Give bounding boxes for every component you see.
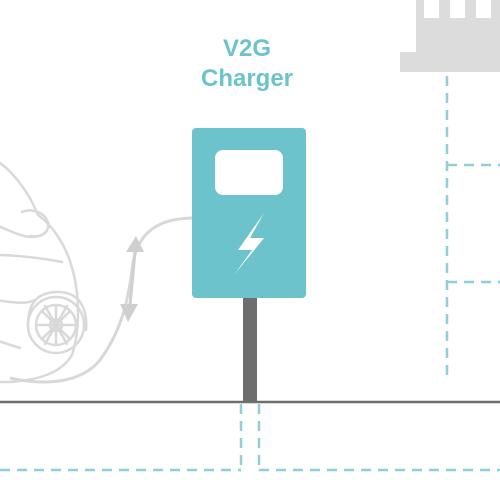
charger-body	[192, 128, 306, 298]
lightning-bolt-icon	[234, 213, 264, 275]
charger-pole	[243, 296, 257, 402]
charger-title-line1: V2G	[222, 35, 272, 62]
car-icon	[0, 161, 88, 384]
arrow-down-icon	[120, 304, 138, 322]
charger-screen	[215, 150, 283, 195]
building-icon	[400, 0, 500, 72]
charger-title-line2: Charger	[200, 65, 294, 92]
charger-title: V2G Charger	[168, 34, 326, 94]
building-grid-lines	[445, 76, 500, 375]
underground-grid-connection	[0, 404, 500, 472]
bidirectional-arrows	[120, 236, 144, 322]
charging-cable	[9, 216, 195, 384]
arrow-up-icon	[126, 236, 144, 252]
